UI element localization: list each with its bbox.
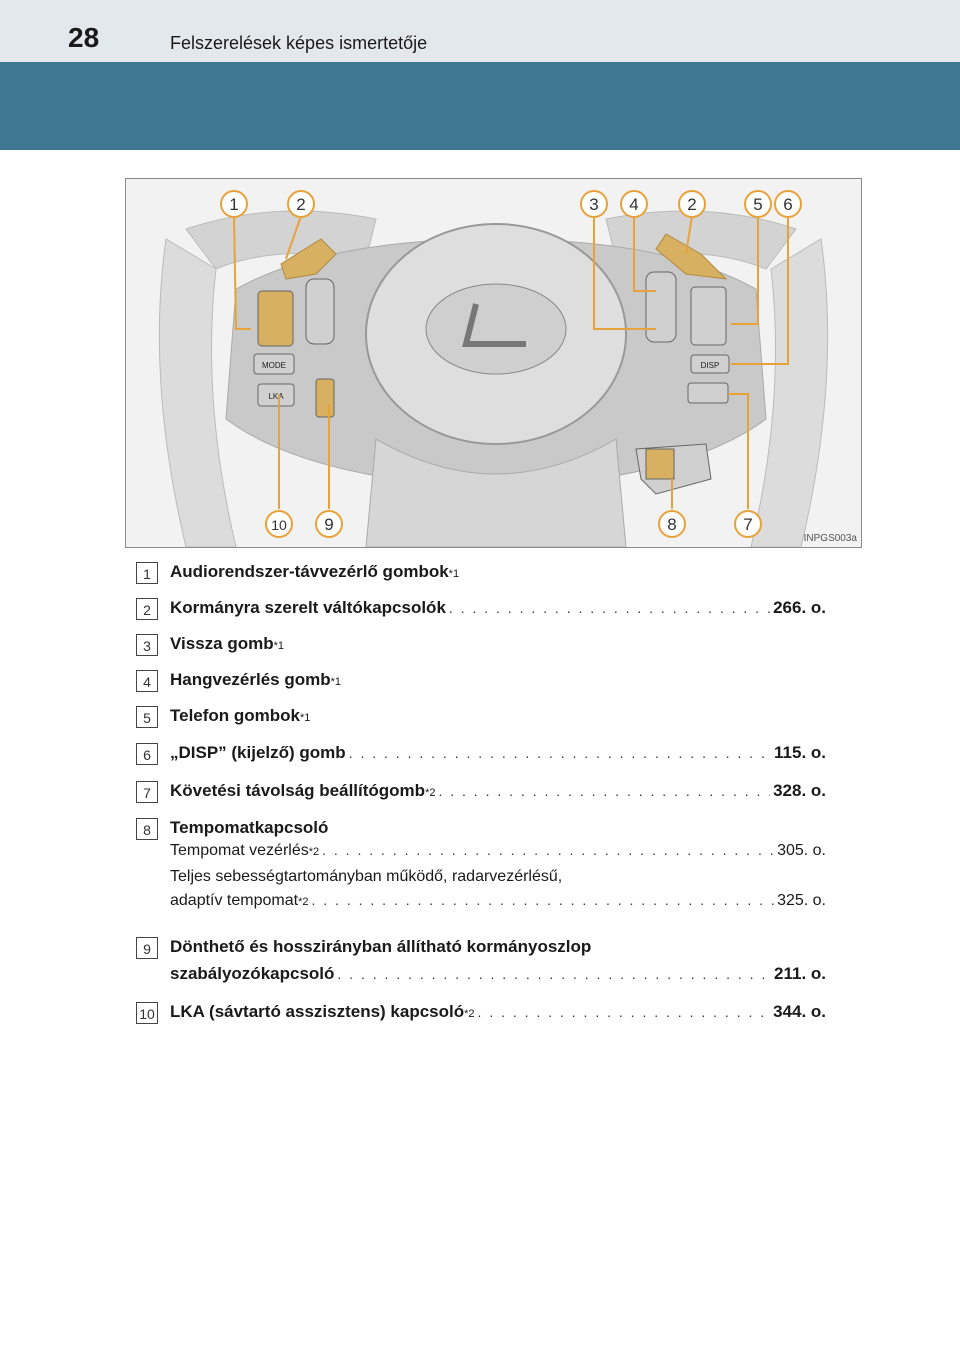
callout-7 (734, 510, 762, 538)
item-label: „DISP” (kijelző) gomb (170, 743, 346, 762)
item-sub-label: Tempomat vezérlés (170, 842, 309, 859)
item-label: Hangvezérlés gomb (170, 670, 331, 689)
callout-3-label: 3 (589, 195, 598, 214)
item-number: 7 (136, 781, 158, 803)
page-number: 28 (68, 22, 100, 53)
callout-9 (315, 510, 343, 538)
callout-5 (744, 190, 772, 218)
item-number: 6 (136, 743, 158, 765)
item-label: Telefon gombok (170, 706, 301, 725)
item-page-ref: 328. o. (773, 781, 826, 800)
item-page-ref: 344. o. (773, 1002, 826, 1021)
leader-dots (349, 745, 771, 761)
item-label: szabályozókapcsoló (170, 964, 335, 983)
callout-5-label: 5 (753, 195, 762, 214)
item-footnote: *1 (300, 712, 311, 724)
callout-7-label: 7 (743, 515, 752, 534)
item-label: Dönthető és hosszirányban állítható korm… (170, 937, 592, 956)
item-footnote: *2 (464, 1008, 475, 1020)
item-label: Követési távolság beállítógomb (170, 781, 426, 800)
callout-10 (265, 510, 293, 538)
item-label: LKA (sávtartó asszisztens) kapcsoló (170, 1002, 465, 1021)
item-footnote: *1 (448, 568, 460, 580)
callout-4-label: 4 (629, 195, 638, 214)
item-page-ref: 305. o. (777, 842, 826, 859)
leader-dots (337, 966, 771, 982)
item-footnote: *2 (425, 787, 436, 799)
callout-1-label: 1 (229, 195, 238, 214)
figure-code: INPGS003a (803, 533, 857, 544)
item-number: 1 (136, 562, 158, 584)
item-label: Vissza gomb (170, 634, 274, 653)
steering-wheel-figure: MODE LKA DISP (125, 178, 862, 548)
callout-2-label: 2 (296, 195, 305, 214)
callout-1 (220, 190, 248, 218)
callout-6 (774, 190, 802, 218)
item-footnote: *2 (298, 896, 309, 908)
item-page-ref: 211. o. (774, 964, 826, 983)
leader-dots (322, 842, 774, 858)
steering-wheel-illustration: MODE LKA DISP (158, 190, 829, 547)
section-banner (0, 62, 960, 150)
item-footnote: *1 (330, 676, 342, 688)
callout-8 (658, 510, 686, 538)
item-number: 4 (136, 670, 158, 692)
item-number: 9 (136, 937, 158, 959)
callout-8-label: 8 (667, 515, 676, 534)
mode-button-label: MODE (262, 361, 286, 370)
item-number: 5 (136, 706, 158, 728)
item-number: 8 (136, 818, 158, 840)
leader-dots (478, 1004, 771, 1020)
item-label: Audiorendszer-távvezérlő gombok (170, 562, 449, 581)
item-number: 2 (136, 598, 158, 620)
callout-2 (287, 190, 315, 218)
callout-2b-label: 2 (687, 195, 696, 214)
callout-10-label: 10 (271, 517, 287, 533)
item-page-ref: 115. o. (774, 743, 826, 762)
disp-button-label: DISP (701, 361, 720, 370)
item-sub-label: Teljes sebességtartományban működő, rada… (170, 868, 563, 885)
item-page-ref: 266. o. (773, 598, 826, 617)
item-sub-label: adaptív tempomat (170, 892, 299, 909)
callout-3 (580, 190, 608, 218)
lka-button-label: LKA (268, 392, 284, 401)
leader-dots (438, 783, 770, 799)
callout-2b (678, 190, 706, 218)
item-number: 10 (136, 1002, 158, 1024)
callout-9-label: 9 (324, 515, 333, 534)
leader-dots (311, 892, 774, 908)
item-label: Kormányra szerelt váltókapcsolók (170, 598, 446, 617)
item-footnote: *1 (273, 640, 285, 652)
chapter-title: Felszerelések képes ismertetője (170, 33, 428, 53)
leader-dots (449, 600, 770, 616)
callout-6-label: 6 (783, 195, 792, 214)
callout-4 (620, 190, 648, 218)
item-footnote: *2 (308, 846, 320, 858)
item-number: 3 (136, 634, 158, 656)
item-page-ref: 325. o. (777, 892, 826, 909)
item-label: Tempomatkapcsoló (170, 818, 329, 837)
page-header (0, 0, 960, 62)
